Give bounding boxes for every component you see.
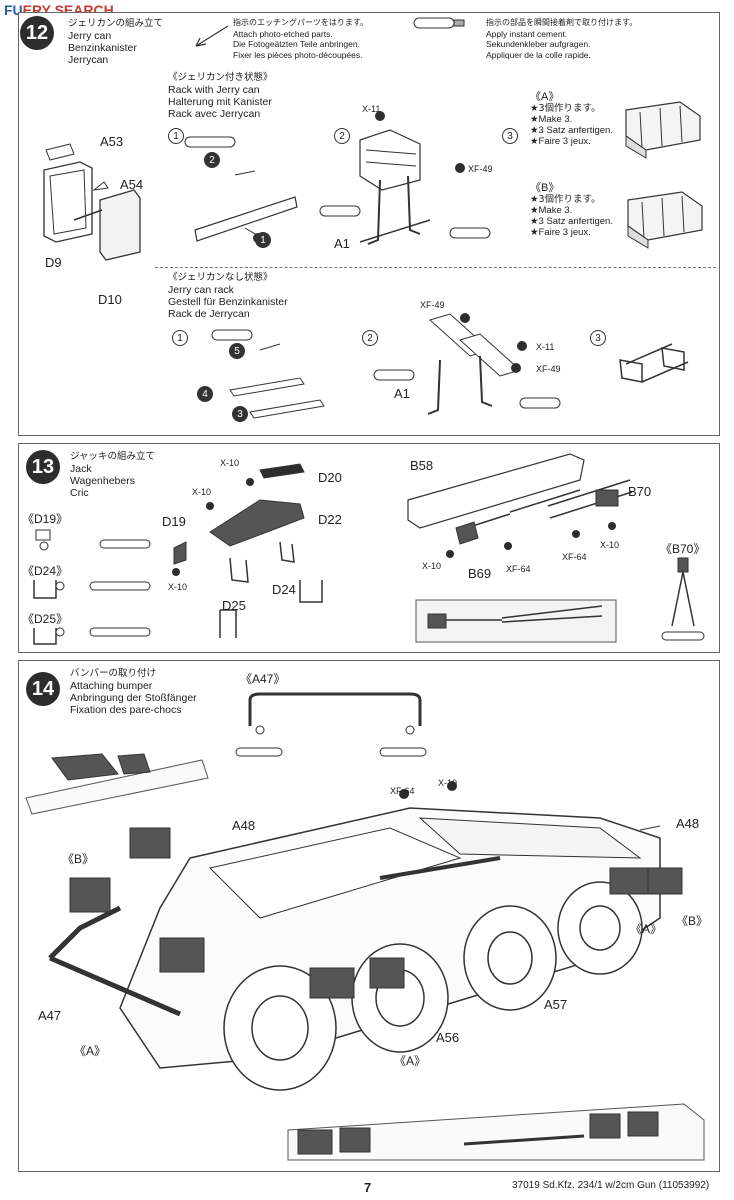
step-13-title: ジャッキの組み立て Jack Wagenhebers Cric xyxy=(70,451,156,499)
part-b58-label: B58 xyxy=(410,458,434,473)
ref-a47: 《A47》 xyxy=(240,672,286,686)
ref-a-3: 《A》 xyxy=(394,1054,427,1068)
part-b69-label: B69 xyxy=(468,566,492,581)
xf64-label-2: XF-64 xyxy=(506,564,531,574)
ref-a-1: 《A》 xyxy=(630,922,663,936)
step-14-title: バンパーの取り付け Attaching bumper Anbringung de… xyxy=(70,668,197,716)
x10-label-1: X-10 xyxy=(220,458,240,468)
ref-d24-drawing xyxy=(33,580,151,599)
x10-label-6: X-10 xyxy=(438,778,458,788)
part-a56-label: A56 xyxy=(436,1030,460,1045)
step-12-number: 12 xyxy=(20,16,54,50)
part-a47-label: A47 xyxy=(38,1008,62,1023)
part-d22-label: D22 xyxy=(318,512,342,527)
part-d19-label: D19 xyxy=(162,514,186,529)
substep-1-marker: 1 xyxy=(168,128,184,144)
rack-with-jerry-can-heading: 《ジェリカン付き状態》 Rack with Jerry can Halterun… xyxy=(168,72,273,120)
x10-label-3: X-10 xyxy=(168,582,188,592)
part-d10-label: D10 xyxy=(98,292,122,307)
etch-marker-3: 3 xyxy=(232,406,248,422)
ref-b70: 《B70》 xyxy=(660,542,706,556)
kit-code: 37019 Sd.Kfz. 234/1 w/2cm Gun (11053992) xyxy=(512,1180,710,1191)
substep-3-marker: 3 xyxy=(502,128,518,144)
ref-b70-drawing xyxy=(661,557,705,641)
part-a48-label-2: A48 xyxy=(676,816,700,831)
variant-b-note: 《B》 ★3個作ります。 ★Make 3. ★3 Satz anfertigen… xyxy=(530,182,613,239)
etch-marker-1: 1 xyxy=(255,232,271,248)
xf64-label-1: XF-64 xyxy=(562,552,587,562)
jerry-can-drawing xyxy=(43,143,141,261)
xf49-label-b: XF-49 xyxy=(420,300,445,310)
side-view-inset-drawing xyxy=(287,1103,705,1161)
part-a48-label-1: A48 xyxy=(232,818,256,833)
ref-b-1: 《B》 xyxy=(62,852,95,866)
xf64-label-3: XF-64 xyxy=(390,786,415,796)
substep-2-marker-b: 2 xyxy=(362,330,378,346)
x10-label-5: X-10 xyxy=(422,561,442,571)
ref-d25: 《D25》 xyxy=(22,612,69,626)
part-a54-label: A54 xyxy=(120,177,144,192)
rack-no-can-final-drawing xyxy=(619,343,689,383)
x10-label-2: X-10 xyxy=(192,487,212,497)
part-d25-label: D25 xyxy=(222,598,246,613)
note-instant-cement: 指示の部品を瞬間接着剤で取り付けます。 Apply instant cement… xyxy=(486,18,638,60)
part-b70-label: B70 xyxy=(628,484,652,499)
rack-frame-drawing xyxy=(184,136,298,243)
etch-marker-5: 5 xyxy=(229,343,245,359)
part-a53-label: A53 xyxy=(100,134,124,149)
variant-a-rack-drawing xyxy=(625,101,701,159)
rack-without-jerry-can-heading: 《ジェリカンなし状態》 Jerry can rack Gestell für B… xyxy=(168,272,288,320)
page-number: 7 xyxy=(364,1180,372,1195)
rack-assembly-drawing xyxy=(319,111,491,245)
pointer-arrow-icon xyxy=(195,25,229,47)
part-d9-label: D9 xyxy=(45,255,62,270)
vehicle-inset-drawing xyxy=(25,753,209,815)
ref-d19-drawing xyxy=(35,529,151,551)
etched-tool-icon xyxy=(413,17,465,29)
etch-marker-4: 4 xyxy=(197,386,213,402)
ref-a-2: 《A》 xyxy=(74,1044,107,1058)
etch-marker-2: 2 xyxy=(204,152,220,168)
ref-d19: 《D19》 xyxy=(22,512,69,526)
x11-label-b: X-11 xyxy=(536,342,555,352)
rack-no-can-assembly-drawing xyxy=(373,313,561,415)
step-13-number: 13 xyxy=(26,450,60,484)
x10-label-4: X-10 xyxy=(600,540,620,550)
ref-d24: 《D24》 xyxy=(22,564,69,578)
section-divider xyxy=(155,267,716,268)
variant-a-note: 《A》 ★3個作ります。 ★Make 3. ★3 Satz anfertigen… xyxy=(530,91,613,148)
step-12-title: ジェリカンの組み立て Jerry can Benzinkanister Jerr… xyxy=(68,18,164,66)
part-a1-label-b: A1 xyxy=(394,386,410,401)
step-14-number: 14 xyxy=(26,672,60,706)
part-a1-label: A1 xyxy=(334,236,350,251)
part-d24-label: D24 xyxy=(272,582,296,597)
note-etched-parts: 指示のエッチングパーツをはります。 Attach photo-etched pa… xyxy=(233,18,369,60)
part-d20-label: D20 xyxy=(318,470,342,485)
variant-b-rack-drawing xyxy=(627,191,703,249)
xf49-label-c: XF-49 xyxy=(536,364,561,374)
ref-b-2: 《B》 xyxy=(676,914,709,928)
part-a57-label: A57 xyxy=(544,997,568,1012)
x11-label: X-11 xyxy=(362,104,381,114)
substep-2-marker: 2 xyxy=(334,128,350,144)
b58-result-drawing xyxy=(415,599,617,643)
rack-no-can-parts-drawing xyxy=(211,329,325,419)
xf49-label: XF-49 xyxy=(468,164,493,174)
substep-3-marker-b: 3 xyxy=(590,330,606,346)
a47-bumper-reference-drawing xyxy=(235,692,427,757)
substep-1-marker-b: 1 xyxy=(172,330,188,346)
b58-plate-drawing xyxy=(407,453,633,558)
ref-d25-drawing xyxy=(33,627,151,645)
armored-car-drawing xyxy=(48,781,683,1091)
jack-assembly-drawing xyxy=(172,463,323,638)
